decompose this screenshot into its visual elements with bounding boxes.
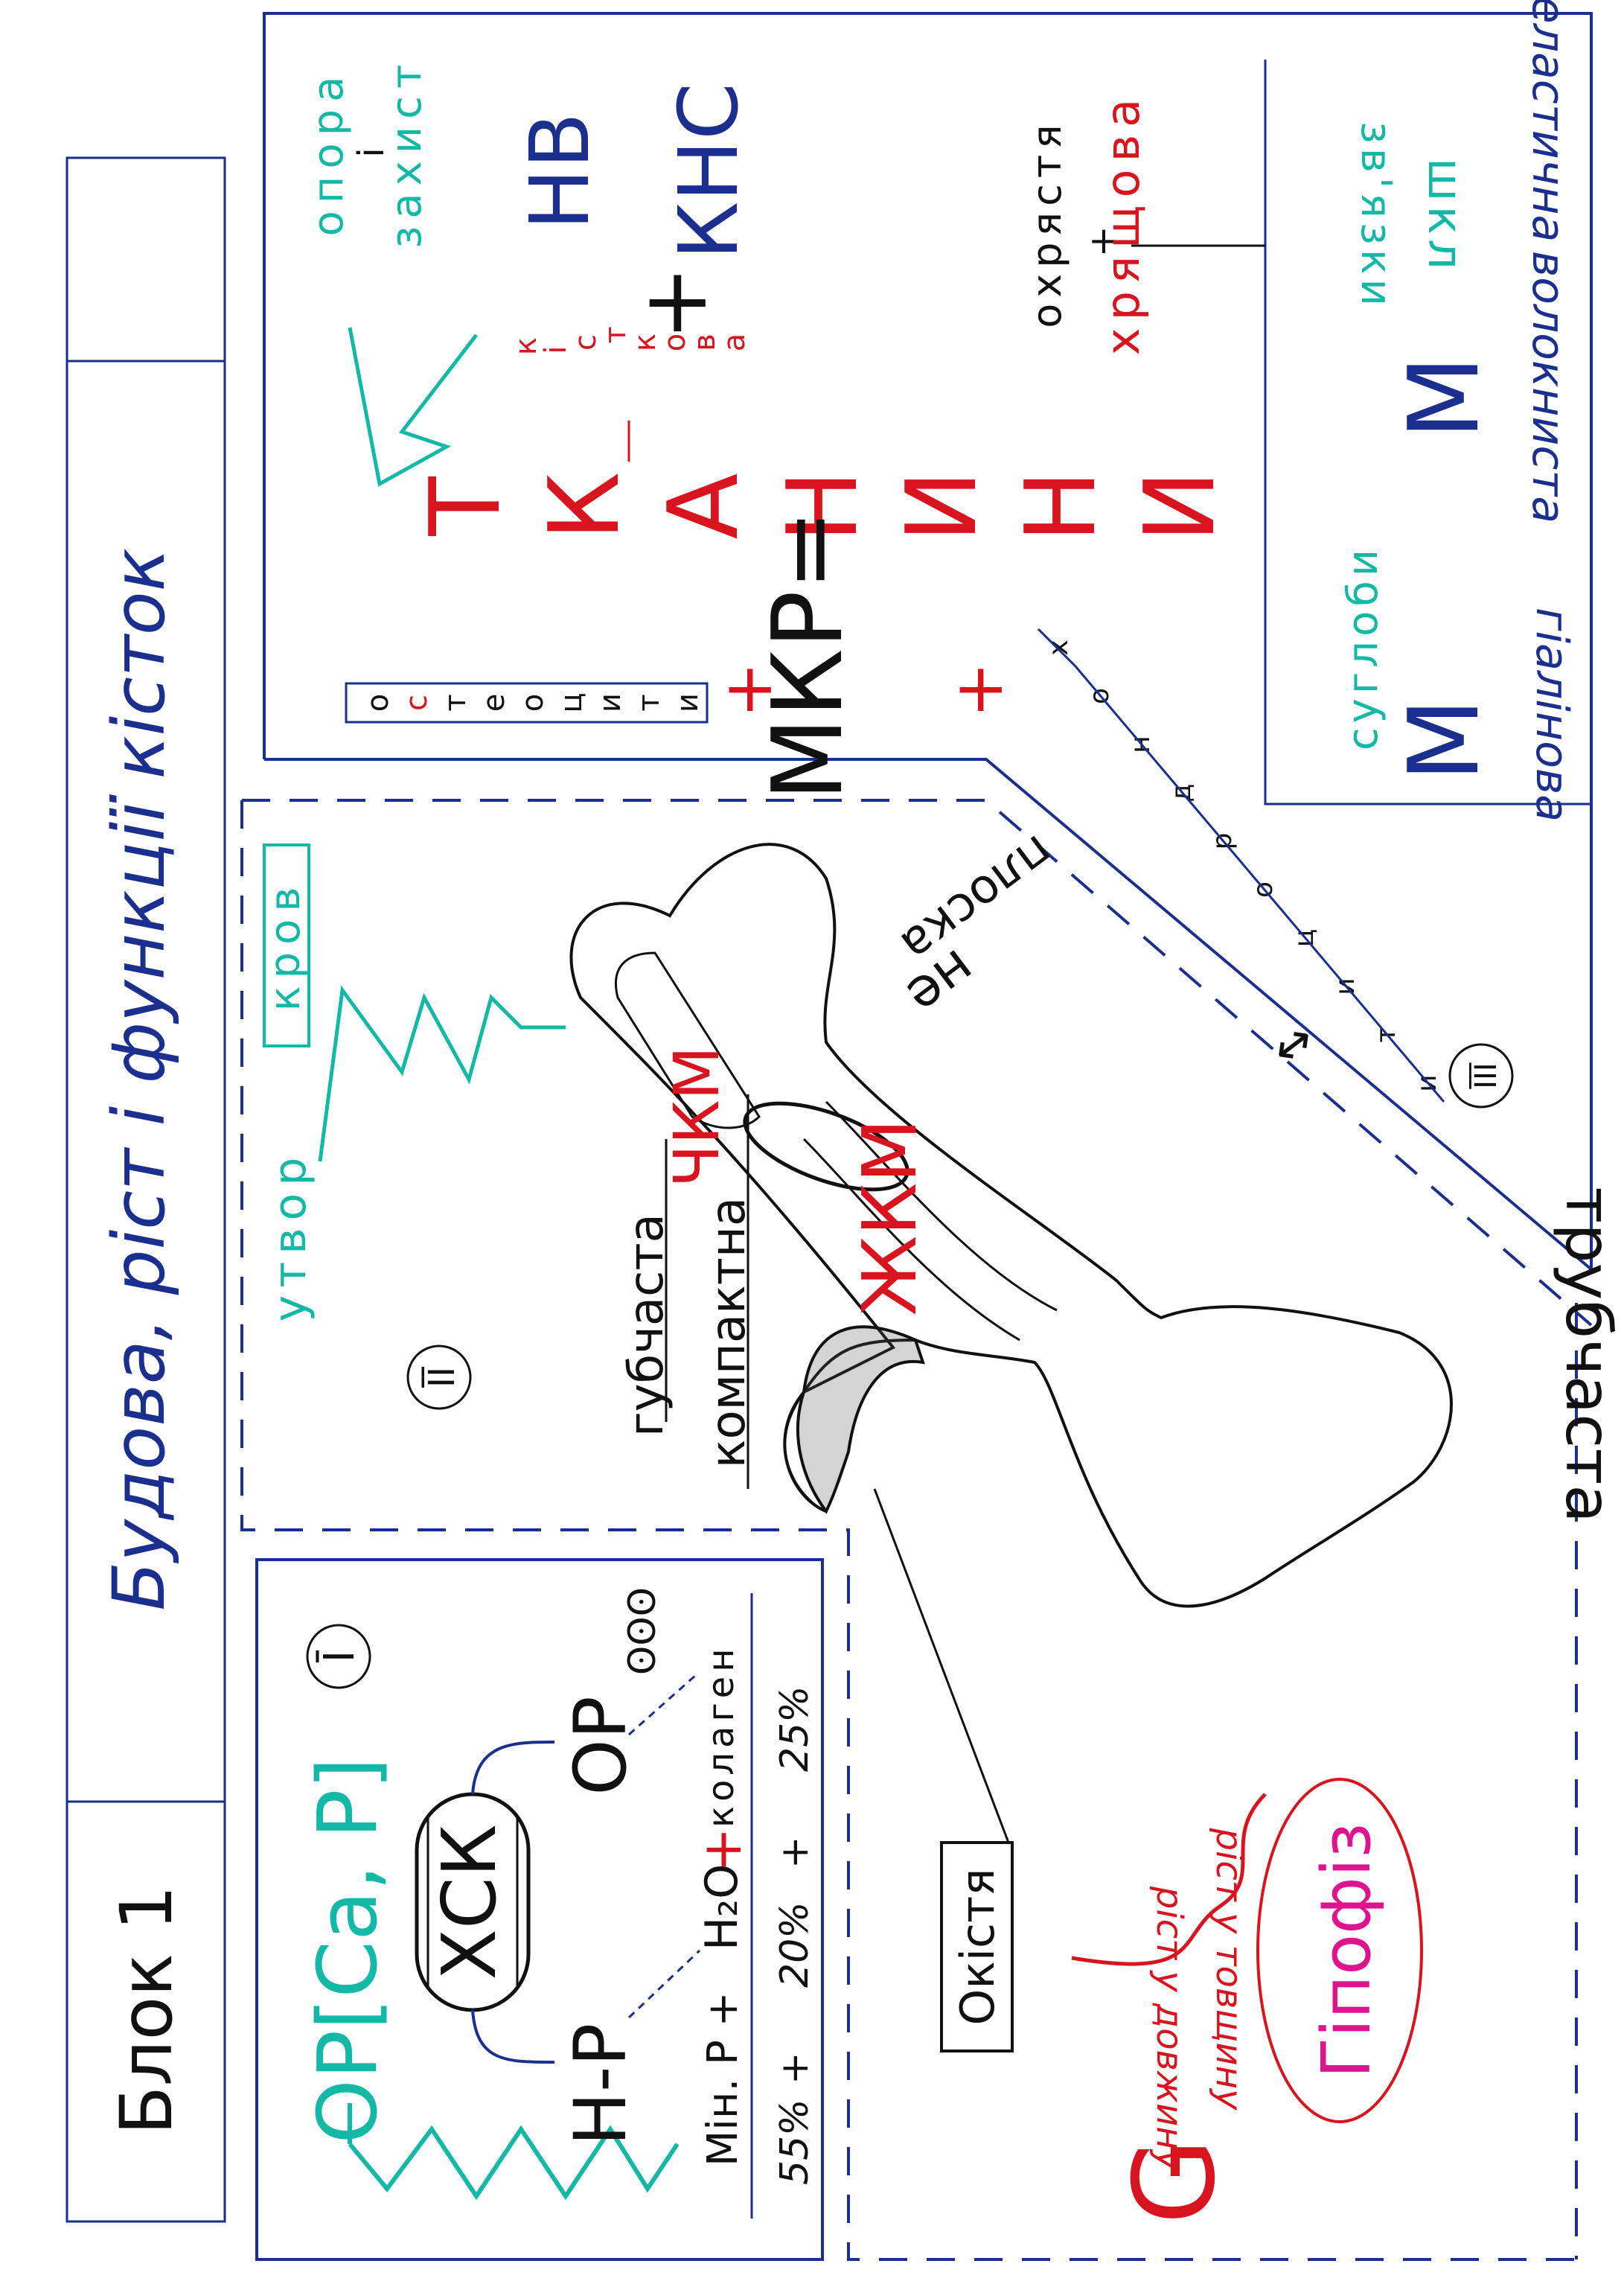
section-2-content: ĪĪ утвор кров ЧКМ ЖКМ губчаста [261,843,1453,2224]
collagen-coil-icon: ʘʘʘ [621,1587,664,1675]
plus-small: + [1088,219,1119,262]
kist-letter: а [717,334,752,352]
opora-zigzag [348,327,478,487]
marrow-zigzag [318,985,566,1162]
page-title: Будова, ріст і функції кісток [97,548,181,1610]
water-label: H₂O [696,1864,748,1951]
i-conjunction: і [351,147,392,157]
block-label: Блок 1 [105,1885,188,2135]
hialinova-label: гіалінова [1526,607,1578,822]
header-frame [65,156,226,2223]
kist-letter: о [658,334,692,351]
plus-red: + [691,1828,753,1872]
kns-label: КНС [661,83,756,260]
tkanyny-letter-1: Т [409,476,522,537]
femur-bone [569,843,1453,1608]
suglobi-label: суглоби [1339,545,1387,750]
kist-letter: і [539,345,573,354]
opora-label: опора [304,69,353,237]
header-strip: Блок 1 Будова, ріст і функції кісток [65,156,226,2223]
ost-letter: т [632,694,666,711]
composition-label: ОР[Ca, P] [300,1757,395,2143]
zakhyst-label: захист [383,57,431,248]
or-label: ОР [559,1696,642,1795]
pct-plus-2: + [773,1836,817,1869]
kist-letter: с [569,334,603,351]
section-3-frame [263,12,1593,1271]
rist-v-dovzhynu: ріст у довжину [1148,1886,1190,2172]
ost-letter: и [671,693,705,712]
ost-letter: о [361,694,395,712]
hv-label: НВ [512,112,607,230]
hipofiz-label: Гіпофіз [1308,1822,1386,2079]
zhkm-label: ЖКМ [846,1119,933,1316]
tkanyny-letter-4: Н [766,470,879,543]
composition-zigzag [348,2125,680,2201]
tkanyny-letter-6: Н [1004,470,1117,543]
utvor-label: утвор [264,1150,316,1322]
pct-mineral: 55% [773,2099,817,2185]
voloknysta-label: волокниста [1522,251,1574,523]
pct-plus-1: + [773,2052,817,2085]
tkanyny-letter-7: И [1123,470,1236,542]
khriashchova-label: хрящова [1096,92,1150,355]
ost-letter: о [516,694,550,712]
mkr-label: МКР= [751,509,864,801]
pct-water: 20% [773,1901,817,1988]
ost-letter: и [593,693,627,712]
section-2-number: ĪĪ [421,1366,463,1388]
zviazky-label: зв'язки [1352,121,1400,310]
ost-letter: т [438,694,473,711]
ost-letter: ц [554,692,589,712]
tkanyny-letter-5: И [885,470,998,542]
plus-red-right: + [953,649,1008,727]
section-1-frame [255,1558,824,2261]
ost-letter: е [477,694,511,712]
kist-letter: в [688,334,722,351]
section-3-number: ĪĪĪ [1468,1062,1503,1089]
tkanyny-letter-2: К [528,472,641,540]
kist-letter: т [598,326,633,343]
w-marker-2: M [1387,356,1500,439]
flat-label: плоска [891,824,1064,974]
flat-arrow: ↔ [1261,1011,1326,1079]
plus-black: + [640,249,715,353]
krov-label: кров [261,880,310,1012]
plus-red-left: + [722,649,778,727]
section-2-frame [240,799,1593,2261]
section-1-number: Ī [316,1650,364,1662]
kist-letter: к [628,334,662,351]
elastychna-label: еластична [1522,0,1574,242]
osteotsyty-boxes: о с т е о ц и т и [345,682,709,724]
np-label: Н-Р [559,2023,642,2146]
chkm-label: ЧКМ [660,1046,733,1187]
ost-letter: с [400,695,434,711]
mineral-part: Мін. Р + [699,1991,747,2166]
khon-letter: х [1043,639,1074,655]
tkanyny-letter-3: А [647,473,760,540]
kistkova-letters: к і с т к о в а [509,326,752,355]
tubular-label: трубчаста [1552,1187,1624,1522]
w-marker-1: M [1387,698,1500,782]
kist-letter: к [509,337,543,355]
section-3-content: ĪĪĪ Т К А Н И Н И МКР= + + о с т е о ц и… [304,0,1624,1523]
pct-collagen: 25% [773,1685,817,1772]
okhriastia-label: охрястя [1023,118,1070,328]
collagen-label: колаген [700,1644,742,1828]
okistia-label: Окістя [950,1869,1005,2026]
xsk-label: ХСК [426,1824,513,1980]
section-1-content: Ī ОР[Ca, P] ХСК Н-Р ОР ʘʘʘ [300,1587,817,2219]
shchl-label: шкл [1417,158,1472,274]
khondrotsyty-diamonds: х о н д р о ц и т и [1037,628,1445,1103]
g-letter: G [1110,2138,1240,2224]
